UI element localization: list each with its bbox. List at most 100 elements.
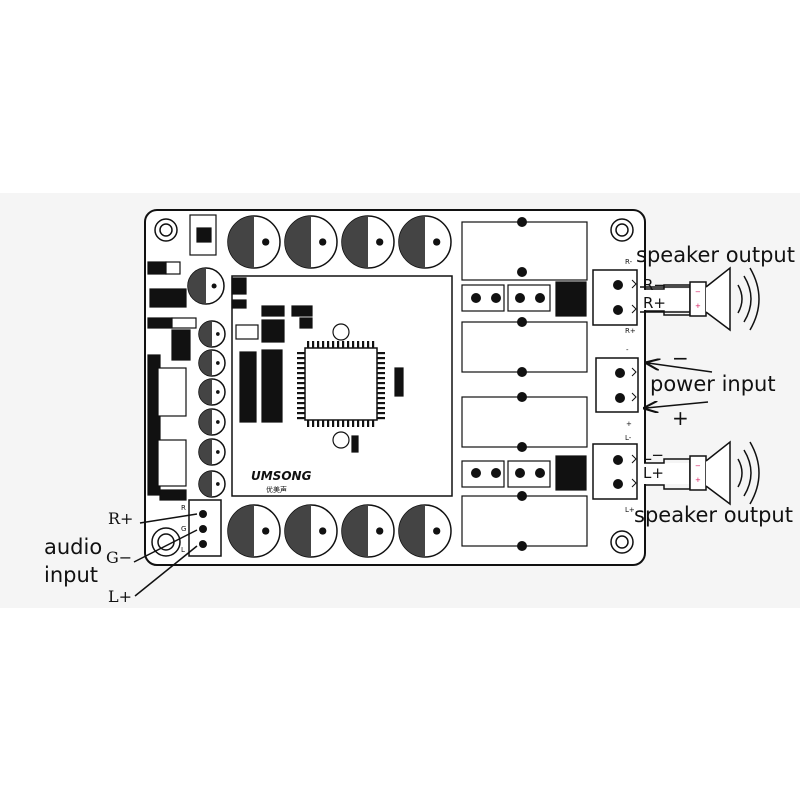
smd-part-23 (351, 435, 359, 453)
inductor-pad-8 (517, 541, 527, 551)
audio-input-connector: R G L (181, 499, 222, 557)
inductor-blocks (471, 217, 545, 551)
capacitor-row-top (227, 215, 452, 269)
inductor-pad-9 (471, 293, 481, 303)
inductor-pad-4 (517, 367, 527, 377)
inductor-pad-2 (517, 267, 527, 277)
speaker-icon-bottom: − + (640, 440, 760, 506)
smd-part-6 (147, 317, 173, 329)
smd-part-32 (555, 281, 587, 317)
inductor-pad-5 (517, 392, 527, 402)
capacitor-bottom-2 (284, 504, 338, 558)
inductor-pad-3 (517, 317, 527, 327)
speaker-output-bottom-label: speaker output (634, 503, 793, 527)
inductor-pad-1 (517, 217, 527, 227)
smd-part-26 (461, 396, 588, 448)
smd-part-22 (394, 367, 404, 397)
inductor-pad-16 (535, 468, 545, 478)
smd-part-13 (291, 305, 313, 317)
inductor-pad-6 (517, 442, 527, 452)
power-plus-sign: + (672, 406, 689, 430)
spk-top-r-plus-label: R+ (643, 294, 666, 312)
speaker-output-top-label: speaker output (636, 243, 795, 267)
svg-text:−: − (695, 288, 701, 296)
inductor-pad-13 (471, 468, 481, 478)
svg-text:L-: L- (625, 434, 632, 442)
speaker-terminal-top: R- R+ (592, 258, 638, 335)
smd-part-3 (147, 261, 167, 275)
power-input-label: power input (650, 372, 776, 396)
svg-text:−: − (695, 462, 701, 470)
smd-part-21 (159, 489, 187, 501)
spk-bot-l-minus-label: L− (643, 446, 664, 464)
smd-part-25 (461, 321, 588, 373)
svg-text:优美声: 优美声 (266, 485, 287, 494)
power-minus-arrow (648, 363, 713, 373)
capacitor-column-left (187, 267, 226, 498)
inductor-pad-7 (517, 491, 527, 501)
svg-text:L+: L+ (625, 506, 635, 514)
smd-part-8 (171, 329, 191, 361)
capacitor-left-5 (198, 438, 226, 466)
audio-input-label-line2: input (44, 563, 98, 587)
smd-part-5 (149, 288, 187, 308)
inductor-pad-14 (491, 468, 501, 478)
smd-part-4 (165, 261, 181, 275)
svg-text:+: + (626, 420, 632, 428)
capacitor-left-6 (198, 470, 226, 498)
smd-part-33 (555, 455, 587, 491)
smd-part-14 (299, 317, 313, 329)
power-input-terminal: - + (595, 346, 639, 428)
smd-part-17 (261, 349, 283, 423)
smd-part-18 (147, 354, 161, 496)
mounting-hole-top-right (610, 218, 634, 242)
mounting-hole-bottom-right (610, 530, 634, 554)
capacitor-top-1 (227, 215, 281, 269)
smd-part-27 (461, 495, 588, 547)
capacitor-left-1 (198, 320, 226, 348)
audio-r-plus-label: R+ (108, 509, 133, 528)
smd-part-20 (157, 439, 187, 487)
capacitor-bottom-4 (398, 504, 452, 558)
smd-part-16 (239, 351, 257, 423)
capacitor-row-bottom (227, 504, 452, 558)
smd-part-9 (231, 277, 247, 295)
inductor-pad-12 (535, 293, 545, 303)
capacitor-left-2 (198, 349, 226, 377)
svg-text:L: L (181, 546, 185, 554)
speaker-icon-top: − + (640, 266, 760, 332)
svg-text:-: - (626, 346, 629, 354)
spk-top-r-minus-label: R− (643, 276, 666, 294)
capacitor-left-large (187, 267, 225, 305)
speaker-terminal-bottom: L- L+ (592, 434, 638, 514)
smd-part-10 (231, 299, 247, 309)
mounting-hole-top-left (154, 218, 178, 242)
audio-g-minus-label: G− (106, 548, 132, 567)
smd-part-11 (261, 305, 285, 317)
spk-bot-l-plus-label: L+ (643, 464, 664, 482)
audio-l-plus-label: L+ (108, 587, 132, 606)
capacitor-left-3 (198, 378, 226, 406)
audio-g-leader (133, 529, 198, 563)
capacitor-bottom-3 (341, 504, 395, 558)
capacitor-top-2 (284, 215, 338, 269)
power-plus-arrow (646, 402, 709, 408)
audio-input-label-line1: audio (44, 535, 102, 559)
capacitor-top-3 (341, 215, 395, 269)
main-amplifier-chip (297, 323, 385, 449)
audio-r-leader (139, 513, 198, 524)
capacitor-top-4 (398, 215, 452, 269)
capacitor-left-4 (198, 408, 226, 436)
capacitor-bottom-1 (227, 504, 281, 558)
smd-part-12 (261, 319, 285, 343)
inductor-pad-10 (491, 293, 501, 303)
brand-logo: UMSONG 优美声 (251, 469, 312, 494)
smd-part-15 (235, 324, 259, 340)
svg-text:+: + (695, 476, 701, 484)
svg-text:R: R (181, 504, 186, 512)
svg-text:+: + (695, 302, 701, 310)
power-minus-sign: − (672, 346, 689, 370)
smd-part-19 (157, 367, 187, 417)
